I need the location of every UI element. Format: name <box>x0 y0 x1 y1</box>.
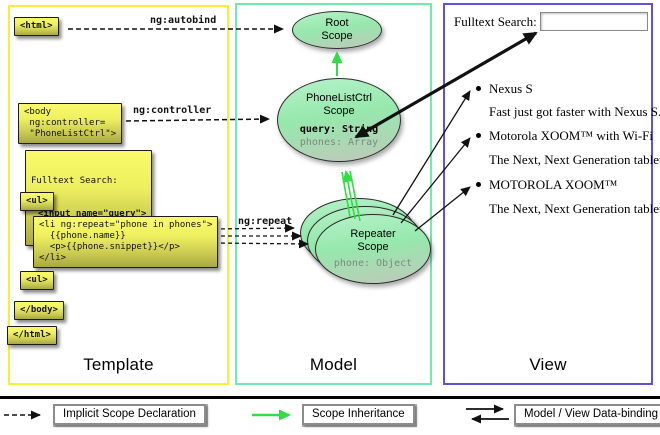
code-html-close: </html> <box>7 326 57 345</box>
phone-item-desc: The Next, Next Generation tablet. <box>489 152 660 167</box>
code-body-open: <body ng:controller= "PhoneListCtrl"> <box>18 103 123 144</box>
repeater-phone-prop: phone: Object <box>333 258 413 269</box>
bullet-icon <box>476 133 481 138</box>
code-fulltext-input: <input name="query"> <box>38 209 147 219</box>
repeater-scope-title: Repeater Scope <box>350 228 396 253</box>
view-panel-label: View <box>529 355 567 374</box>
code-html-open: <html> <box>14 17 59 36</box>
model-panel: Model <box>235 3 432 385</box>
code-li-repeat: <li ng:repeat="phone in phones"> {{phone… <box>33 216 219 268</box>
phonelistctrl-query-prop: query: String <box>299 123 379 135</box>
bullet-icon <box>476 182 481 187</box>
code-ul-close: <ul> <box>20 271 54 290</box>
phone-item-desc: The Next, Next Generation tablet. <box>489 201 660 216</box>
phonelistctrl-scope-title: PhoneListCtrl Scope <box>305 91 373 117</box>
ng-controller-label: ng:controller <box>133 105 212 116</box>
phone-item-desc: Fast just got faster with Nexus S. <box>489 104 660 119</box>
fulltext-search-label: Fulltext Search: <box>454 14 537 29</box>
repeater-scope-front-ellipse: Repeater Scope phone: Object <box>315 214 431 284</box>
legend-data-binding: Model / View Data-binding <box>514 404 660 425</box>
fulltext-search-input[interactable] <box>540 12 648 31</box>
phone-item-name[interactable]: Motorola XOOM™ with Wi-Fi <box>489 128 654 143</box>
model-panel-label: Model <box>309 355 358 374</box>
phone-item-name[interactable]: Nexus S <box>489 81 533 96</box>
ng-autobind-label: ng:autobind <box>150 15 217 26</box>
code-ul-open: <ul> <box>20 192 54 211</box>
root-scope-ellipse: Root Scope <box>292 11 382 49</box>
root-scope-title: Root Scope <box>321 17 353 42</box>
legend-separator <box>0 396 660 399</box>
code-body-close: </body> <box>14 301 64 320</box>
legend-implicit-scope: Implicit Scope Declaration <box>53 404 206 425</box>
phone-item-name[interactable]: MOTOROLA XOOM™ <box>489 177 618 192</box>
phonelistctrl-scope-ellipse: PhoneListCtrl Scope query: String phones… <box>277 78 401 162</box>
bullet-icon <box>476 86 481 91</box>
phonelistctrl-phones-prop: phones: Array <box>299 136 379 148</box>
code-fulltext-label: Fulltext Search: <box>31 176 118 186</box>
legend-scope-inheritance: Scope Inheritance <box>302 404 415 425</box>
view-panel: View <box>443 3 653 385</box>
ng-repeat-label: ng:repeat <box>238 216 293 227</box>
template-panel-label: Template <box>83 355 154 374</box>
